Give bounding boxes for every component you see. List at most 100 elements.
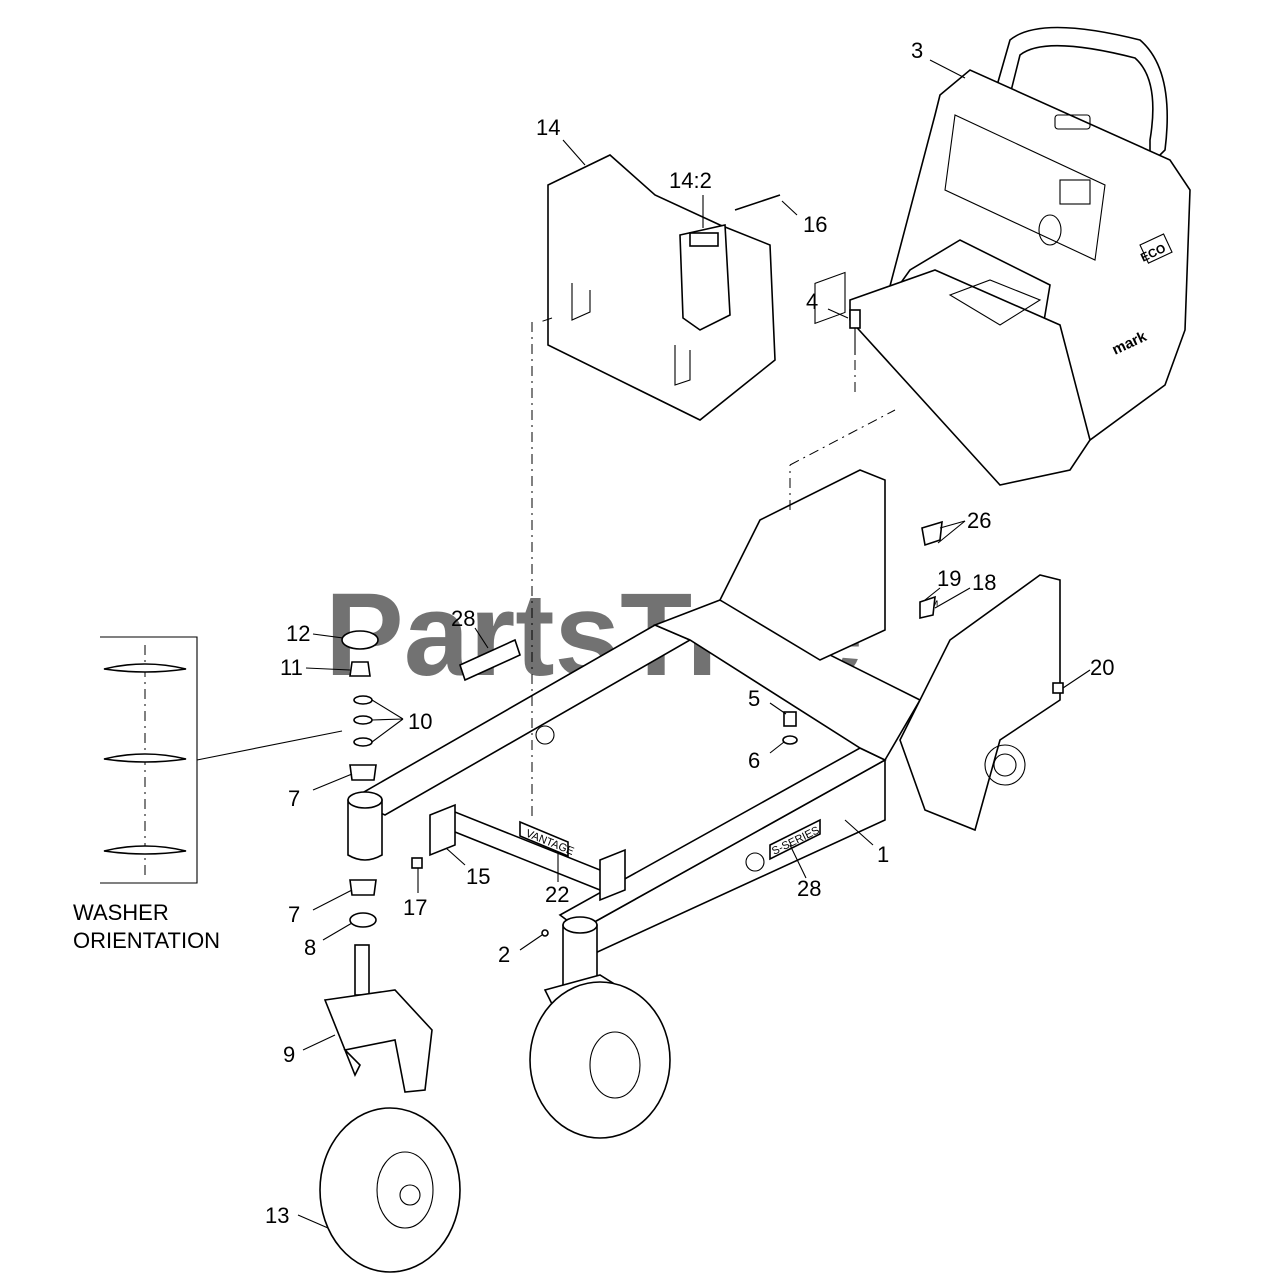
frame-pump-port-inner	[993, 753, 1017, 777]
leader-28a	[474, 627, 489, 649]
hardware	[411, 194, 1064, 937]
leader-10c	[371, 718, 404, 743]
right-caster-assembly	[529, 974, 671, 1139]
clip-18	[919, 595, 936, 620]
console-key-switch	[1038, 214, 1062, 246]
leader-18	[934, 587, 971, 609]
washer-10b	[353, 715, 373, 725]
leader-26b	[937, 520, 966, 544]
callout-5: 5	[748, 686, 760, 711]
callout-12: 12	[286, 621, 310, 646]
leader-7a	[312, 773, 353, 791]
main-frame: VANTAGE S-SERIES	[347, 271, 1061, 991]
callout-28-top: 28	[451, 606, 475, 631]
callout-19: 19	[937, 566, 961, 591]
bearing-7-bottom	[349, 879, 377, 896]
callout-13: 13	[265, 1203, 289, 1228]
tank-cover-slot-a	[571, 283, 591, 321]
leader-16	[781, 200, 798, 216]
leader-9	[302, 1034, 336, 1051]
leader-19	[924, 587, 941, 601]
leader-lines	[297, 59, 1091, 1229]
leader-1	[844, 819, 874, 846]
frame-left-upright	[718, 469, 886, 661]
tank-cover-insert	[679, 224, 731, 331]
callout-15: 15	[466, 864, 490, 889]
decal-28	[459, 638, 521, 682]
washer-2	[103, 753, 187, 763]
leader-6	[769, 741, 785, 754]
callout-17: 17	[403, 895, 427, 920]
callout-9: 9	[283, 1042, 295, 1067]
console-gauge	[1059, 179, 1091, 205]
console-foot-pad	[948, 279, 1042, 326]
dust-cap-12	[341, 630, 379, 650]
callout-10: 10	[408, 709, 432, 734]
assembly-line-tank-b	[539, 317, 553, 323]
frame-pump-port	[984, 744, 1026, 786]
leader-5	[769, 702, 787, 715]
screw-16	[734, 194, 781, 211]
callout-22: 22	[545, 882, 569, 907]
callout-7-top: 7	[288, 786, 300, 811]
leader-8	[322, 922, 353, 941]
tank-cover-body	[547, 154, 776, 421]
nut-20	[1052, 682, 1064, 694]
callout-18: 18	[972, 570, 996, 595]
console-floor	[849, 269, 1091, 486]
leader-14	[562, 139, 586, 166]
washer-10a	[353, 695, 373, 705]
leader-12	[312, 633, 344, 639]
washer-note-line2: ORIENTATION	[73, 928, 220, 953]
left-caster-sleeve-top	[347, 791, 383, 809]
callout-6: 6	[748, 748, 760, 773]
nut-11	[349, 661, 371, 677]
leader-10b	[371, 718, 404, 721]
callout-28-bottom: 28	[797, 876, 821, 901]
leader-2	[519, 934, 543, 951]
callout-2: 2	[498, 942, 510, 967]
right-caster-hub	[589, 1031, 641, 1099]
caster-wheel-13	[319, 1107, 461, 1273]
vantage-badge-plate	[519, 820, 569, 858]
leader-7b	[312, 889, 353, 911]
console-throttle	[1054, 114, 1091, 130]
console-badge-plate	[1139, 233, 1173, 264]
leader-20	[1062, 669, 1091, 689]
leader-3	[929, 59, 966, 79]
frame-right-upright	[899, 574, 1061, 832]
leader-11	[305, 667, 351, 671]
washer-3	[103, 845, 187, 855]
spacer-8	[349, 912, 377, 928]
leader-26a	[939, 520, 966, 529]
callout-16: 16	[803, 212, 827, 237]
caster-wheel-hub	[376, 1151, 434, 1229]
leader-10a	[371, 699, 404, 720]
leader-13	[297, 1214, 329, 1229]
callout-3: 3	[911, 38, 923, 63]
washer-note-line1: WASHER	[73, 900, 169, 925]
callout-4: 4	[806, 289, 818, 314]
callout-14: 14	[536, 115, 560, 140]
bracket-26	[921, 520, 943, 547]
callout-14-2: 14:2	[669, 168, 712, 193]
bolt-4	[849, 309, 861, 329]
right-caster-sleeve-top	[562, 916, 598, 934]
tank-cover-slot-b	[674, 345, 691, 386]
leader-15	[445, 847, 466, 866]
callout-7-bottom: 7	[288, 902, 300, 927]
callout-26: 26	[967, 508, 991, 533]
callout-8: 8	[304, 935, 316, 960]
tank-cover	[547, 154, 776, 421]
bracket-22	[599, 848, 626, 902]
frame-plug-right	[745, 852, 765, 872]
assembly-line-console-b	[789, 409, 896, 466]
caster-stem	[354, 944, 370, 996]
frame-plug-left	[535, 725, 555, 745]
washer-leader	[196, 730, 343, 761]
caster-wheel-axle	[399, 1184, 421, 1206]
leader-28b	[789, 844, 807, 879]
callout-11: 11	[280, 655, 303, 680]
callout-1: 1	[877, 842, 889, 867]
s-series-badge-plate	[769, 818, 821, 861]
